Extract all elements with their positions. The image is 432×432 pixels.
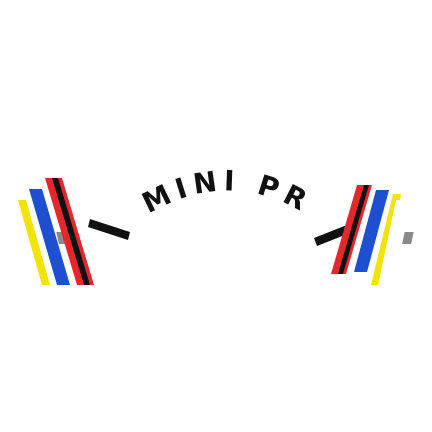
right-plate-blue — [354, 190, 389, 272]
right-plate-shadow — [338, 185, 369, 274]
left-plate-yellow — [18, 200, 50, 285]
right-plates — [314, 185, 414, 285]
right-end-knob — [402, 232, 414, 244]
right-plate-yellow — [371, 194, 401, 285]
left-bar — [88, 219, 130, 240]
left-plate-shadow — [52, 178, 90, 285]
left-plate-blue — [29, 189, 70, 285]
logo-text: MINI PR — [137, 164, 318, 220]
left-plates — [18, 178, 130, 285]
